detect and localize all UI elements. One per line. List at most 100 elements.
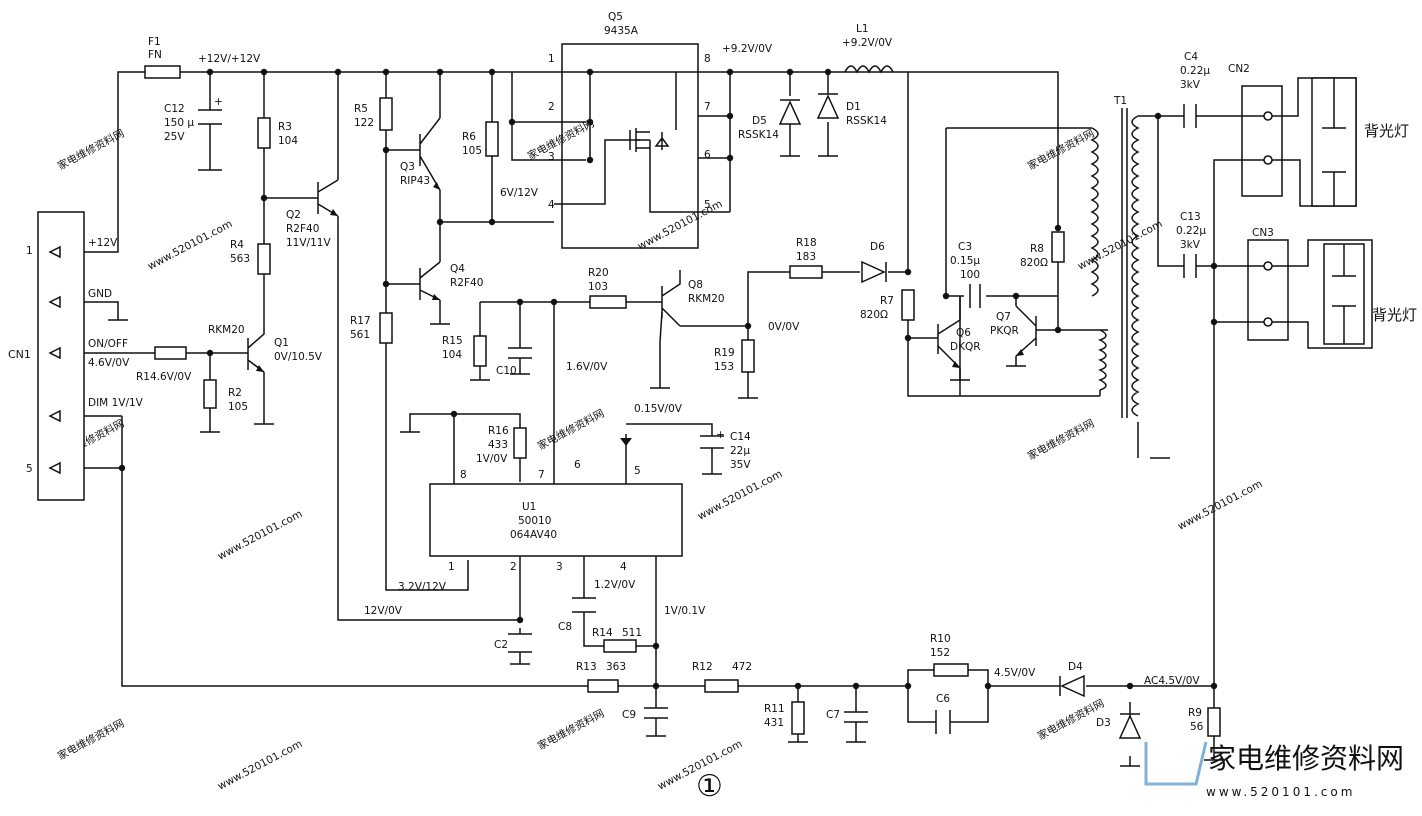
brand-logo: 家电维修资料网 www.520101.com xyxy=(1144,741,1404,799)
mosfet-q5: Q5 9435A 1 2 3 4 8 7 6 5 6V/12V xyxy=(500,11,711,249)
r5-ref: R5 xyxy=(354,103,368,115)
resistor-r9: R9 56 xyxy=(1188,707,1221,737)
q7-type: PKQR xyxy=(990,325,1019,337)
watermark-cn: 家电维修资料网 xyxy=(1025,127,1096,173)
q5-pin-1: 1 xyxy=(548,53,555,65)
transistor-q8: Q8 RKM20 0V/0V xyxy=(659,270,800,343)
r10-value: 152 xyxy=(930,647,950,659)
resistor-r6: R6 105 xyxy=(462,121,499,157)
cn1-signal-onoff: ON/OFF xyxy=(88,338,128,350)
c2-ref: C2 xyxy=(494,639,508,651)
lamp-1-label: 背光灯 xyxy=(1364,122,1409,140)
r8-ref: R8 xyxy=(1030,243,1044,255)
r18-value: 183 xyxy=(796,251,816,263)
c12-plus: + xyxy=(214,96,223,108)
q5-pin-2: 2 xyxy=(548,101,555,113)
node-0-15v: 0.15V/0V xyxy=(634,403,683,415)
cn1-label: CN1 xyxy=(8,348,31,361)
c4-ref: C4 xyxy=(1184,51,1198,63)
resistor-r2: R2 105 xyxy=(203,379,248,413)
d5-type: RSSK14 xyxy=(738,129,779,141)
watermark-cn: 家电维修资料网 xyxy=(55,127,126,173)
resistor-r7: R7 820Ω xyxy=(860,289,915,321)
r19-ref: R19 xyxy=(714,347,735,359)
c14-ref: C14 xyxy=(730,431,751,443)
q5-pin-5: 5 xyxy=(704,199,711,211)
q5-pin-8: 8 xyxy=(704,53,711,65)
u1-ref: U1 xyxy=(522,501,536,513)
q3-type: RIP43 xyxy=(400,175,430,187)
u1-code: 064AV40 xyxy=(510,529,557,541)
r20-ref: R20 xyxy=(588,267,609,279)
watermark-cn: 家电维修资料网 xyxy=(535,407,606,453)
cn1-connector: 1 5 CN1 +12V GND ON/OFF 4.6V/0V DIM 1V/1… xyxy=(8,211,144,501)
c12-value: 150 μ xyxy=(164,117,194,129)
q2-voltage: 11V/11V xyxy=(286,237,331,249)
q5-type: 9435A xyxy=(604,25,639,37)
q7-ref: Q7 xyxy=(996,311,1011,323)
diode-d1: D1 RSSK14 xyxy=(816,93,887,127)
capacitor-c3: C3 0.15μ 100 xyxy=(950,241,981,308)
r16-value: 433 xyxy=(488,439,508,451)
resistor-r8: R8 820Ω xyxy=(1020,231,1065,269)
c4-voltage: 3kV xyxy=(1180,79,1201,91)
resistor-r18: R18 183 xyxy=(789,237,823,279)
u1-pin-5: 5 xyxy=(634,465,641,477)
capacitor-c6: C6 xyxy=(935,693,951,734)
cn2-ref: CN2 xyxy=(1228,63,1250,75)
transformer-t1: T1 xyxy=(1090,95,1140,418)
q5-pin-4: 4 xyxy=(548,199,555,211)
connector-cn2: CN2 xyxy=(1228,63,1283,197)
diode-d5: D5 RSSK14 xyxy=(738,99,802,141)
ic-u1: U1 50010 064AV40 8 7 6 5 1 2 3 4 xyxy=(429,459,683,573)
c12-ref: C12 xyxy=(164,103,185,115)
brand-name: 家电维修资料网 xyxy=(1208,742,1404,775)
diode-d4: D4 xyxy=(1059,661,1085,698)
resistor-r12: R12 472 xyxy=(692,661,752,693)
u1-pin-1: 1 xyxy=(448,561,455,573)
watermark-url: www.520101.com xyxy=(146,218,235,273)
r17-value: 561 xyxy=(350,329,370,341)
capacitor-c4: C4 0.22μ 3kV xyxy=(1180,51,1210,128)
node-1-6v: 1.6V/0V xyxy=(566,361,608,373)
capacitor-c12: + C12 150 μ 25V xyxy=(164,96,223,143)
q1-ref: Q1 xyxy=(274,337,289,349)
watermark-cn: 家电维修资料网 xyxy=(535,707,606,753)
q1-type: RKM20 xyxy=(208,324,245,336)
inductor-l1: L1 +9.2V/0V xyxy=(842,23,894,74)
resistor-r11: R11 431 xyxy=(764,701,805,735)
c13-ref: C13 xyxy=(1180,211,1201,223)
c7-ref: C7 xyxy=(826,709,840,721)
r3-value: 104 xyxy=(278,135,298,147)
cn1-signal-dim: DIM 1V/1V xyxy=(88,397,144,409)
arrow-marker xyxy=(620,438,632,446)
u1-pin-2: 2 xyxy=(510,561,517,573)
u1-pin-8: 8 xyxy=(460,469,467,481)
r12-ref: R12 xyxy=(692,661,713,673)
q5-pin-7: 7 xyxy=(704,101,711,113)
q6-type: DKQR xyxy=(950,341,981,353)
q2-type: R2F40 xyxy=(286,223,319,235)
capacitor-c13: C13 0.22μ 3kV xyxy=(1176,211,1206,278)
resistor-r15: R15 104 xyxy=(442,335,487,367)
r16-voltage: 1V/0V xyxy=(476,453,508,465)
q5-gate-voltage: 6V/12V xyxy=(500,187,539,199)
resistor-r3: R3 104 xyxy=(257,117,298,149)
cn1-signal-gnd: GND xyxy=(88,288,112,300)
q3-ref: Q3 xyxy=(400,161,415,173)
q4-type: R2F40 xyxy=(450,277,483,289)
node-1-2v: 1.2V/0V xyxy=(594,579,636,591)
resistor-r14: R14 511 xyxy=(592,627,642,653)
q6-ref: Q6 xyxy=(956,327,971,339)
watermark-url: www.520101.com xyxy=(636,198,725,253)
r4-ref: R4 xyxy=(230,239,244,251)
c14-plus: + xyxy=(716,429,725,441)
resistor-r19: R19 153 xyxy=(714,339,755,373)
c12-voltage: 25V xyxy=(164,131,185,143)
lamp-2-label: 背光灯 xyxy=(1372,306,1417,324)
r14-ref: R14 xyxy=(592,627,613,639)
c10-ref: C10 xyxy=(496,365,517,377)
r18-ref: R18 xyxy=(796,237,817,249)
l1-ref: L1 xyxy=(856,23,869,35)
